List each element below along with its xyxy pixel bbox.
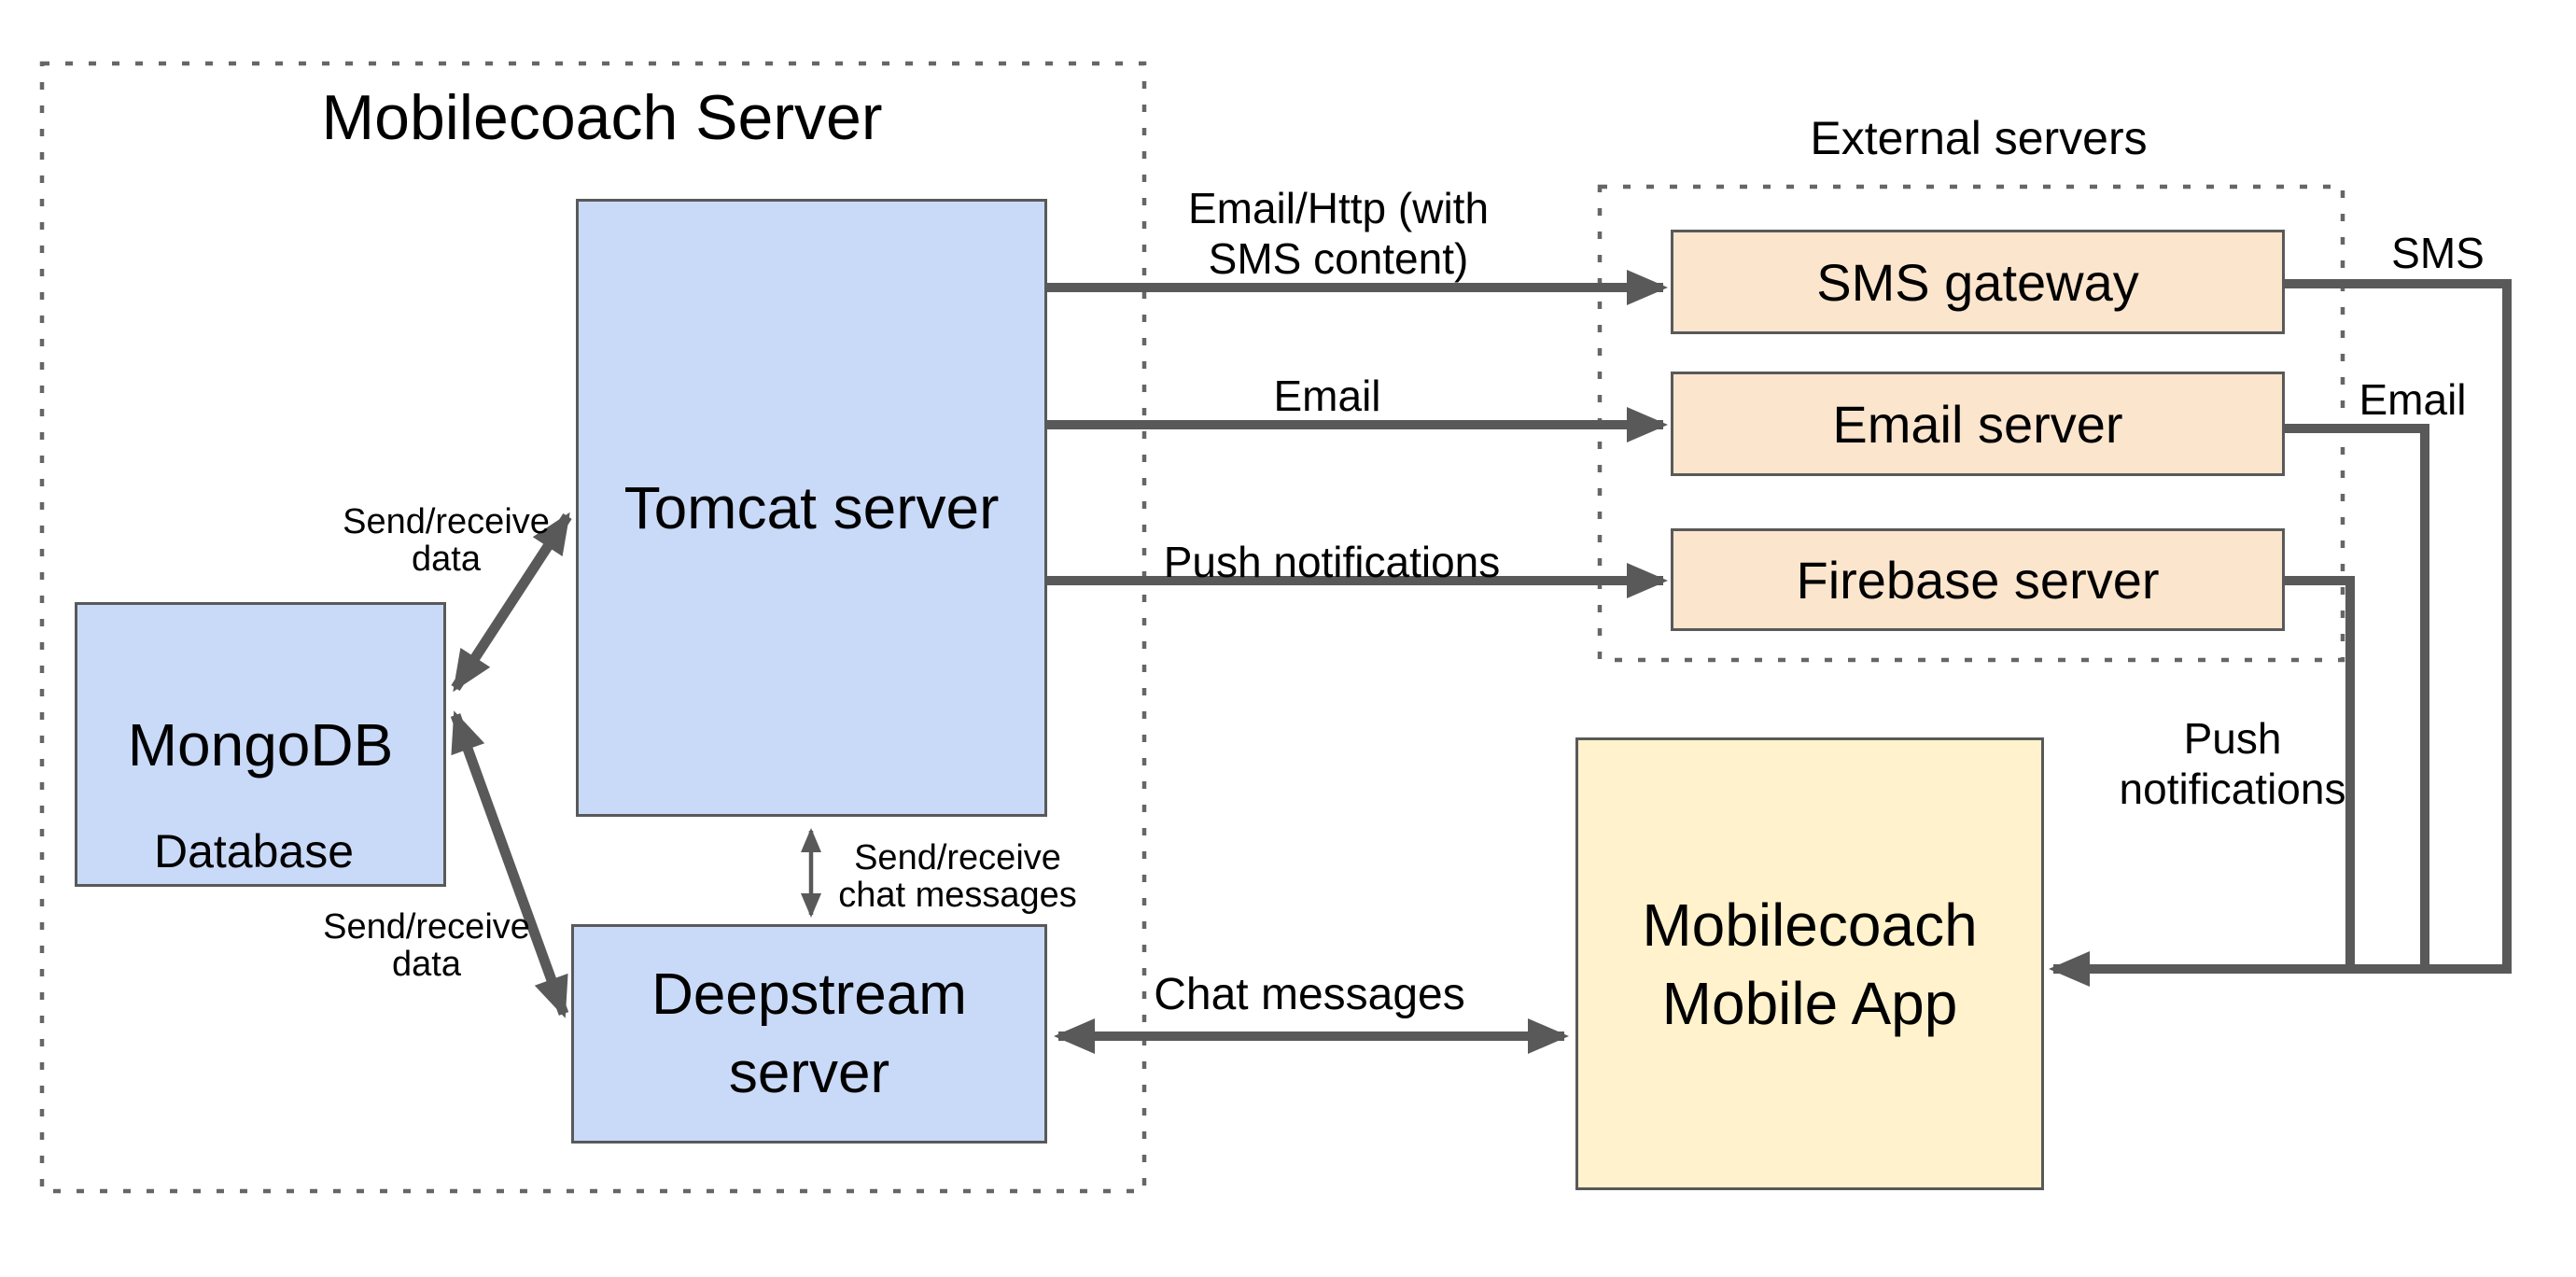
label-sr-chat-line1: Send/receive	[854, 838, 1061, 877]
label-sr-data-top-line1: Send/receive	[343, 502, 550, 541]
edge-email-to-mobile-app	[2285, 424, 2429, 965]
label-push-notifications-to-firebase: Push notifications	[1163, 538, 1501, 586]
email-server-label: Email server	[1832, 394, 2123, 454]
label-push-out-line2: notifications	[2119, 765, 2346, 813]
label-sr-data-top-line2: data	[412, 540, 481, 579]
node-tomcat-server: Tomcat server	[576, 199, 1047, 817]
firebase-server-label: Firebase server	[1796, 550, 2160, 610]
mobilecoach-server-group-title: Mobilecoach Server	[321, 82, 883, 153]
label-sr-chat-line2: chat messages	[838, 876, 1077, 915]
label-chat-messages: Chat messages	[1154, 970, 1465, 1019]
label-email-http-line1: Email/Http (with	[1187, 184, 1490, 232]
external-servers-group-title: External servers	[1810, 112, 2148, 164]
mobile-app-label-line2: Mobile App	[1661, 969, 1958, 1037]
label-send-receive-chat-messages: Send/receive chat messages	[838, 839, 1077, 914]
mongodb-label: MongoDB	[127, 710, 394, 779]
node-firebase-server: Firebase server	[1671, 528, 2285, 631]
label-send-receive-data-bottom: Send/receive data	[323, 908, 530, 983]
label-email-out: Email	[2359, 375, 2467, 424]
label-email-http-line2: SMS content)	[1208, 234, 1469, 283]
label-email-http-sms-content: Email/Http (with SMS content)	[1188, 183, 1489, 284]
deepstream-label-line2: server	[728, 1040, 890, 1105]
label-send-receive-data-top: Send/receive data	[343, 503, 550, 578]
mobile-app-label-line1: Mobilecoach	[1642, 891, 1978, 959]
label-sms-out: SMS	[2391, 229, 2485, 277]
database-caption: Database	[153, 825, 355, 877]
label-email-to-server: Email	[1273, 372, 1381, 420]
node-mongodb: MongoDB	[75, 602, 446, 887]
node-email-server: Email server	[1671, 372, 2285, 476]
node-sms-gateway: SMS gateway	[1671, 230, 2285, 334]
label-push-notifications-out: Push notifications	[2120, 713, 2346, 814]
label-sr-data-bottom-line1: Send/receive	[323, 907, 530, 947]
tomcat-server-label: Tomcat server	[623, 474, 1000, 541]
deepstream-label-line1: Deepstream	[651, 961, 967, 1027]
node-deepstream-server: Deepstream server	[571, 924, 1047, 1144]
label-sr-data-bottom-line2: data	[392, 945, 461, 984]
node-mobilecoach-mobile-app: Mobilecoach Mobile App	[1575, 737, 2044, 1190]
label-push-out-line1: Push	[2183, 714, 2282, 763]
sms-gateway-label: SMS gateway	[1816, 252, 2139, 312]
